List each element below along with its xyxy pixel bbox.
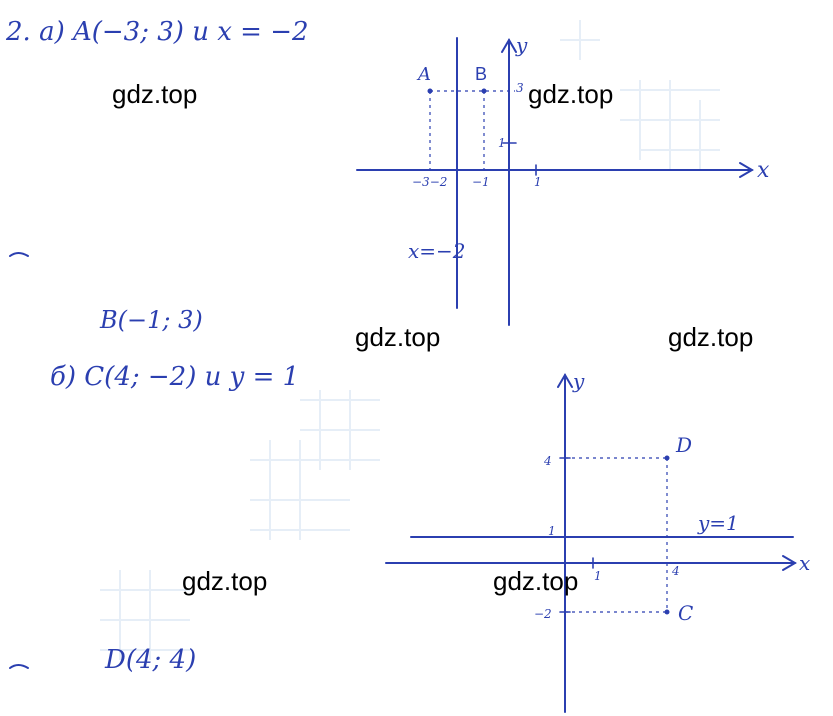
watermark: gdz.top xyxy=(493,566,578,596)
part-b-point-C xyxy=(664,609,670,615)
part-b-tick-x1-label: 1 xyxy=(594,569,602,583)
part-b-y-arrow-icon xyxy=(557,373,573,388)
part-b-tick-y4-label: 4 xyxy=(543,454,552,468)
part-a-x-arrow-icon xyxy=(739,162,754,178)
part-b-point-D-label: D xyxy=(675,433,692,457)
watermark: gdz.top xyxy=(112,79,197,109)
part-b-tick-yneg2-label: −2 xyxy=(534,607,552,621)
part-a-y-arrow-icon xyxy=(501,38,517,53)
part-a-header: 2. а) A(−3; 3) и x = −2 xyxy=(5,17,309,47)
part-b-point-D xyxy=(664,455,670,461)
part-b-header: б) C(4; −2) и y = 1 xyxy=(50,362,299,392)
part-a-line-label: x=−2 xyxy=(408,239,466,263)
part-b-x-axis-label: x xyxy=(799,551,810,575)
part-a-x-axis-label: x xyxy=(757,158,770,183)
part-a-tick-y1-label: 1 xyxy=(498,136,506,150)
part-a-tick-x1-label: 1 xyxy=(534,175,542,189)
part-b-margin-mark xyxy=(9,664,29,669)
part-b-result: D(4; 4) xyxy=(104,645,196,675)
part-b-x-arrow-icon xyxy=(782,555,797,571)
part-a-point-A xyxy=(427,88,433,94)
part-b-point-C-label: C xyxy=(678,601,693,625)
part-a-margin-mark xyxy=(9,252,29,257)
part-b-tick-y1-label: 1 xyxy=(548,524,556,538)
part-a-tick-neg3-neg2: −3−2 xyxy=(412,175,447,189)
watermark: gdz.top xyxy=(668,322,753,352)
part-b-y-axis-label: y xyxy=(572,369,585,393)
part-b-line-label: y=1 xyxy=(697,511,739,535)
part-a: 2. а) A(−3; 3) и x = −2 x y x=−2 A B −3−… xyxy=(5,17,770,334)
part-a-y-axis-label: y xyxy=(515,33,528,57)
part-b-tick-x4-label: 4 xyxy=(671,564,680,578)
watermark: gdz.top xyxy=(182,566,267,596)
watermark: gdz.top xyxy=(355,322,440,352)
background-grid-decor xyxy=(100,20,720,660)
watermark: gdz.top xyxy=(528,79,613,109)
watermarks: gdz.top gdz.top gdz.top gdz.top gdz.top … xyxy=(112,79,753,596)
part-b: б) C(4; −2) и y = 1 x y y=1 D C 4 1 −2 1… xyxy=(9,362,810,713)
part-a-point-B xyxy=(481,88,487,94)
part-a-point-A-label: A xyxy=(416,64,431,85)
part-a-result: B(−1; 3) xyxy=(99,306,203,334)
part-a-tick-neg1: −1 xyxy=(472,175,490,189)
part-a-tick-y3-label: 3 xyxy=(516,81,524,95)
part-a-point-B-label: B xyxy=(475,64,487,84)
